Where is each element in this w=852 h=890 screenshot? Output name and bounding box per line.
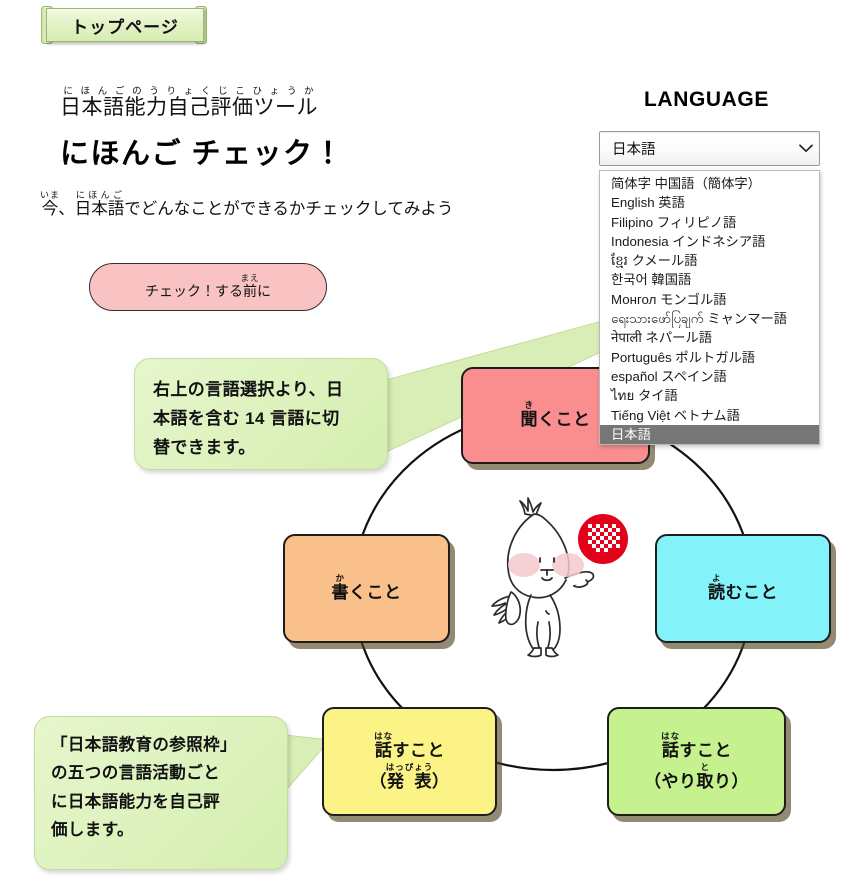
- pre-check-kanji: 前: [240, 283, 260, 299]
- listening-rest: くこと: [538, 410, 591, 430]
- language-select-value: 日本語: [612, 142, 656, 158]
- callout-five-line-2: の五つの言語活動ごと: [51, 764, 220, 783]
- speak-interact-sub-ruby: と: [696, 761, 714, 772]
- activity-label-listening: 聞きくこと: [521, 400, 591, 430]
- speak-present-ruby: はな: [374, 731, 394, 742]
- callout-five-activities: 「日本語教育の参照枠」 の五つの言語活動ごと に日本語能力を自己評 価します。: [34, 716, 288, 870]
- page-title: にほんご チェック！: [60, 138, 345, 170]
- mascot-cheek-right: [552, 553, 584, 577]
- speak-present-rest: すこと: [392, 741, 445, 761]
- pre-check-text-before: チェック！する: [144, 283, 243, 299]
- chevron-down-icon: [793, 144, 819, 153]
- app-subtitle-ruby: にほんごのうりょくじこひょうか: [60, 86, 318, 97]
- top-page-tab[interactable]: トップページ: [38, 4, 210, 44]
- reading-ruby: よ: [708, 573, 726, 584]
- listening-ruby: き: [520, 400, 538, 411]
- activity-label-writing: 書かくこと: [332, 573, 402, 603]
- listening-ruby-group: 聞き: [520, 401, 539, 430]
- lead-ruby-nihongo-rt: にほんご: [74, 190, 125, 200]
- activity-box-reading[interactable]: 読よむこと: [655, 534, 831, 643]
- speak-present-ruby-group: 話はな: [374, 732, 394, 761]
- activity-label-speaking-interaction: 話はなすこと: [644, 731, 749, 761]
- lead-ruby-ima: 今いま: [40, 190, 61, 219]
- language-option[interactable]: 简体字 中国語（簡体字）: [611, 176, 761, 191]
- callout-language-line-2: 本語を含む 14 言語に切: [153, 409, 340, 429]
- listening-kanji: 聞: [520, 410, 538, 430]
- activity-sublabel-speaking-presentation: （発 表はっぴょう）: [369, 762, 449, 792]
- speak-present-sub-ruby-group: 発 表はっぴょう: [385, 762, 434, 791]
- writing-ruby: か: [331, 573, 349, 584]
- speak-present-close: ）: [432, 771, 450, 791]
- lead-text-rest: でどんなことができるかチェックしてみよう: [124, 200, 454, 218]
- reading-ruby-group: 読よ: [708, 574, 726, 603]
- language-option[interactable]: Filipino フィリピノ語: [611, 214, 737, 230]
- language-option[interactable]: English 英語: [611, 195, 685, 211]
- language-option[interactable]: 한국어 韓国語: [611, 272, 692, 288]
- language-option[interactable]: Indonesia インドネシア語: [611, 233, 766, 249]
- mascot-cheek-left: [508, 553, 540, 577]
- language-option[interactable]: 日本語: [600, 424, 819, 445]
- speak-interact-sub-post: り）: [714, 771, 749, 791]
- pre-check-pill-label: チェック！する前まえに: [145, 273, 271, 301]
- lead-text: 今いま、日本語にほんごでどんなことができるかチェックしてみよう: [40, 190, 454, 219]
- cat-mascot-icon: [491, 497, 628, 658]
- language-option[interactable]: Монгол モンゴル語: [611, 291, 727, 307]
- writing-ruby-group: 書か: [331, 574, 350, 603]
- activity-sublabel-speaking-interaction: （やり取とり）: [644, 762, 749, 792]
- speak-interact-sub-kanji: 取: [696, 771, 714, 791]
- writing-kanji: 書: [331, 583, 349, 603]
- language-heading: LANGUAGE: [644, 88, 769, 111]
- speak-interact-ruby-group: 話はな: [661, 732, 681, 761]
- lead-ruby-nihongo: 日本語にほんご: [74, 190, 125, 219]
- language-option[interactable]: ရေးသားဖော်ပြချက် ミャンマー語: [611, 311, 788, 327]
- speak-interact-rest: すこと: [679, 741, 732, 761]
- app-subtitle-text: 日本語能力自己評価ツール: [60, 96, 318, 119]
- speak-present-sub-ruby: はっぴょう: [385, 761, 434, 772]
- lead-ruby-ima-rt: いま: [40, 190, 61, 200]
- pre-check-ruby-group: 前まえ: [240, 274, 260, 299]
- ribbon-body: トップページ: [46, 8, 204, 42]
- activity-label-reading: 読よむこと: [708, 573, 778, 603]
- language-option[interactable]: Português ポルトガル語: [611, 349, 756, 365]
- language-select[interactable]: 日本語: [599, 131, 820, 166]
- activity-box-speaking-interaction[interactable]: 話はなすこと （やり取とり）: [607, 707, 786, 816]
- pre-check-ruby: まえ: [240, 273, 260, 283]
- top-page-tab-label: トップページ: [71, 17, 179, 37]
- reading-rest: むこと: [725, 583, 778, 603]
- speak-interact-sub-pre: （やり: [644, 771, 697, 791]
- callout-five-line-3: に日本語能力を自己評: [51, 792, 220, 811]
- language-option[interactable]: नेपाली ネパール語: [611, 330, 713, 346]
- pre-check-pill[interactable]: チェック！する前まえに: [89, 263, 327, 311]
- language-dropdown-list[interactable]: 简体字 中国語（簡体字） English 英語 Filipino フィリピノ語 Ind…: [599, 170, 820, 446]
- activity-box-speaking-presentation[interactable]: 話はなすこと （発 表はっぴょう）: [322, 707, 497, 816]
- app-subtitle: 日本語能力自己評価ツールにほんごのうりょくじこひょうか: [60, 86, 530, 118]
- speak-interact-kanji: 話: [661, 741, 681, 761]
- callout-language-line-3: 替できます。: [153, 438, 256, 458]
- speak-interact-ruby: はな: [661, 731, 681, 742]
- callout-five-activities-body: 「日本語教育の参照枠」 の五つの言語活動ごと に日本語能力を自己評 価します。: [35, 717, 287, 859]
- callout-five-line-4: 価します。: [51, 821, 134, 840]
- reading-kanji: 読: [708, 583, 726, 603]
- speak-present-sub-kanji: 発 表: [385, 771, 434, 791]
- language-option[interactable]: ខ្មែរ クメール語: [611, 253, 698, 269]
- red-checkered-ball-icon: [578, 514, 628, 564]
- writing-rest: くこと: [349, 583, 402, 603]
- speak-interact-sub-ruby-group: 取と: [696, 762, 715, 791]
- pre-check-text-after: に: [256, 283, 271, 299]
- title-block: 日本語能力自己評価ツールにほんごのうりょくじこひょうか にほんご チェック！: [60, 86, 530, 172]
- app-subtitle-ruby-group: 日本語能力自己評価ツールにほんごのうりょくじこひょうか: [60, 87, 318, 119]
- language-option[interactable]: Tiếng Việt ベトナム語: [611, 407, 740, 423]
- callout-language-switch-body: 右上の言語選択より、日 本語を含む 14 言語に切 替できます。: [135, 359, 387, 479]
- activity-box-writing[interactable]: 書かくこと: [283, 534, 450, 643]
- callout-language-switch: 右上の言語選択より、日 本語を含む 14 言語に切 替できます。: [134, 358, 388, 470]
- activity-label-speaking-presentation: 話はなすこと: [369, 731, 449, 761]
- language-option[interactable]: español スペイン語: [611, 368, 727, 384]
- callout-five-line-1: 「日本語教育の参照枠」: [51, 736, 237, 754]
- language-option[interactable]: ไทย タイ語: [611, 388, 678, 404]
- speak-present-open: （: [369, 771, 387, 791]
- speak-present-kanji: 話: [374, 741, 394, 761]
- callout-language-line-1: 右上の言語選択より、日: [153, 380, 344, 399]
